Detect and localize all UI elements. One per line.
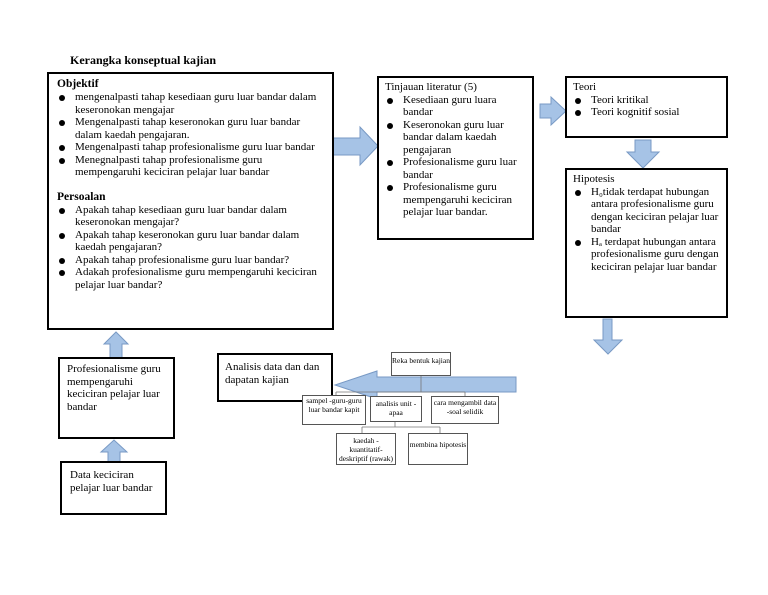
arrow-tinjauan-to-teori: [539, 95, 567, 127]
objektif-item: mengenalpasti tahap kesediaan guru luar …: [57, 91, 326, 116]
bullet-icon: [59, 120, 65, 126]
membina-hipotesis-text: membina hipotesis: [409, 440, 467, 449]
hipotesis-box: Hipotesis H₀tidak terdapat hubungan anta…: [565, 168, 728, 318]
bullet-icon: [59, 257, 65, 264]
objektif-item: Mengenalpasti tahap profesionalisme guru…: [57, 141, 326, 154]
bullet-icon: [387, 122, 393, 129]
arrow-data-to-prof: [99, 439, 129, 463]
bullet-icon: [59, 157, 65, 164]
bullet-icon: [59, 270, 65, 276]
objektif-persoalan-box: Objektif mengenalpasti tahap kesediaan g…: [47, 72, 334, 330]
tinjauan-item: Keseronokan guru luar bandar dalam kaeda…: [385, 119, 526, 157]
bullet-icon: [59, 207, 65, 214]
objektif-heading: Objektif: [57, 78, 99, 90]
kaedah-text: kaedah - kuantitatif-deskriptif (rawak): [339, 436, 393, 463]
bullet-icon: [59, 95, 65, 101]
bullet-icon: [387, 97, 393, 104]
bullet-icon: [59, 145, 65, 151]
kaedah-box: kaedah - kuantitatif-deskriptif (rawak): [336, 433, 396, 465]
tinjauan-item: Kesediaan guru luara bandar: [385, 94, 526, 119]
bullet-icon: [575, 239, 581, 246]
bullet-icon: [59, 232, 65, 239]
cara-mengambil-text: cara mengambil data -soal selidik: [433, 398, 497, 416]
hipotesis-heading: Hipotesis: [573, 173, 615, 185]
membina-hipotesis-box: membina hipotesis: [408, 433, 468, 465]
persoalan-item: Apakah tahap profesionalisme guru luar b…: [57, 254, 326, 267]
hipotesis-list: H₀tidak terdapat hubungan antara profesi…: [573, 186, 720, 274]
cara-mengambil-box: cara mengambil data -soal selidik: [431, 396, 499, 424]
arrow-prof-to-objektif: [102, 331, 130, 359]
bullet-icon: [575, 97, 581, 104]
bullet-icon: [387, 185, 393, 191]
hipotesis-item: H₀tidak terdapat hubungan antara profesi…: [573, 186, 720, 236]
arrow-teori-to-hipotesis: [625, 139, 661, 169]
persoalan-heading: Persoalan: [57, 190, 106, 203]
data-keciciran-box: Data keciciran pelajar luar bandar: [60, 461, 167, 515]
tinjauan-list: Kesediaan guru luara bandar Keseronokan …: [385, 94, 526, 219]
reka-bentuk-text: Reka bentuk kajian: [392, 356, 450, 365]
bullet-icon: [575, 189, 581, 196]
diagram-title: Kerangka konseptual kajian: [70, 53, 217, 67]
teori-item: Teori kognitif sosial: [573, 106, 720, 119]
teori-item: Teori kritikal: [573, 94, 720, 107]
arrow-objektif-to-tinjauan: [332, 125, 379, 167]
sampel-text: sampel -guru-guru luar bandar kapit: [306, 396, 362, 414]
teori-heading: Teori: [573, 81, 597, 93]
bullet-icon: [387, 160, 393, 166]
reka-bentuk-box: Reka bentuk kajian: [391, 352, 451, 376]
profesionalisme-box: Profesionalisme guru mempengaruhi kecici…: [58, 357, 175, 439]
tinjauan-box: Tinjauan literatur (5) Kesediaan guru lu…: [377, 76, 534, 240]
tinjauan-heading: Tinjauan literatur (5): [385, 81, 477, 93]
hipotesis-item: Hₐ terdapat hubungan antara profesionali…: [573, 236, 720, 274]
persoalan-item: Apakah tahap keseronokan guru luar banda…: [57, 229, 326, 254]
analisis-unit-box: analisis unit -apaa: [370, 396, 422, 422]
objektif-item: Mengenalpasti tahap keseronokan guru lua…: [57, 116, 326, 141]
analisis-text: Analisis data dan dan dapatan kajian: [225, 361, 320, 386]
data-keciciran-text: Data keciciran pelajar luar bandar: [70, 469, 153, 494]
sampel-box: sampel -guru-guru luar bandar kapit: [302, 395, 366, 425]
persoalan-list: Apakah tahap kesediaan guru luar bandar …: [57, 204, 326, 292]
profesionalisme-text: Profesionalisme guru mempengaruhi kecici…: [67, 363, 161, 413]
teori-box: Teori Teori kritikal Teori kognitif sosi…: [565, 76, 728, 138]
tinjauan-item: Profesionalisme guru luar bandar: [385, 156, 526, 181]
bullet-icon: [575, 110, 581, 116]
persoalan-item: Apakah tahap kesediaan guru luar bandar …: [57, 204, 326, 229]
objektif-list: mengenalpasti tahap kesediaan guru luar …: [57, 91, 326, 179]
persoalan-item: Adakah profesionalisme guru mempengaruhi…: [57, 266, 326, 291]
tinjauan-item: Profesionalisme guru mempengaruhi kecici…: [385, 181, 526, 219]
arrow-hipotesis-down: [592, 318, 624, 355]
analisis-unit-text: analisis unit -apaa: [375, 399, 417, 417]
teori-list: Teori kritikal Teori kognitif sosial: [573, 94, 720, 119]
analisis-box: Analisis data dan dan dapatan kajian: [217, 353, 333, 402]
objektif-item: Menegnalpasti tahap profesionalisme guru…: [57, 154, 326, 179]
